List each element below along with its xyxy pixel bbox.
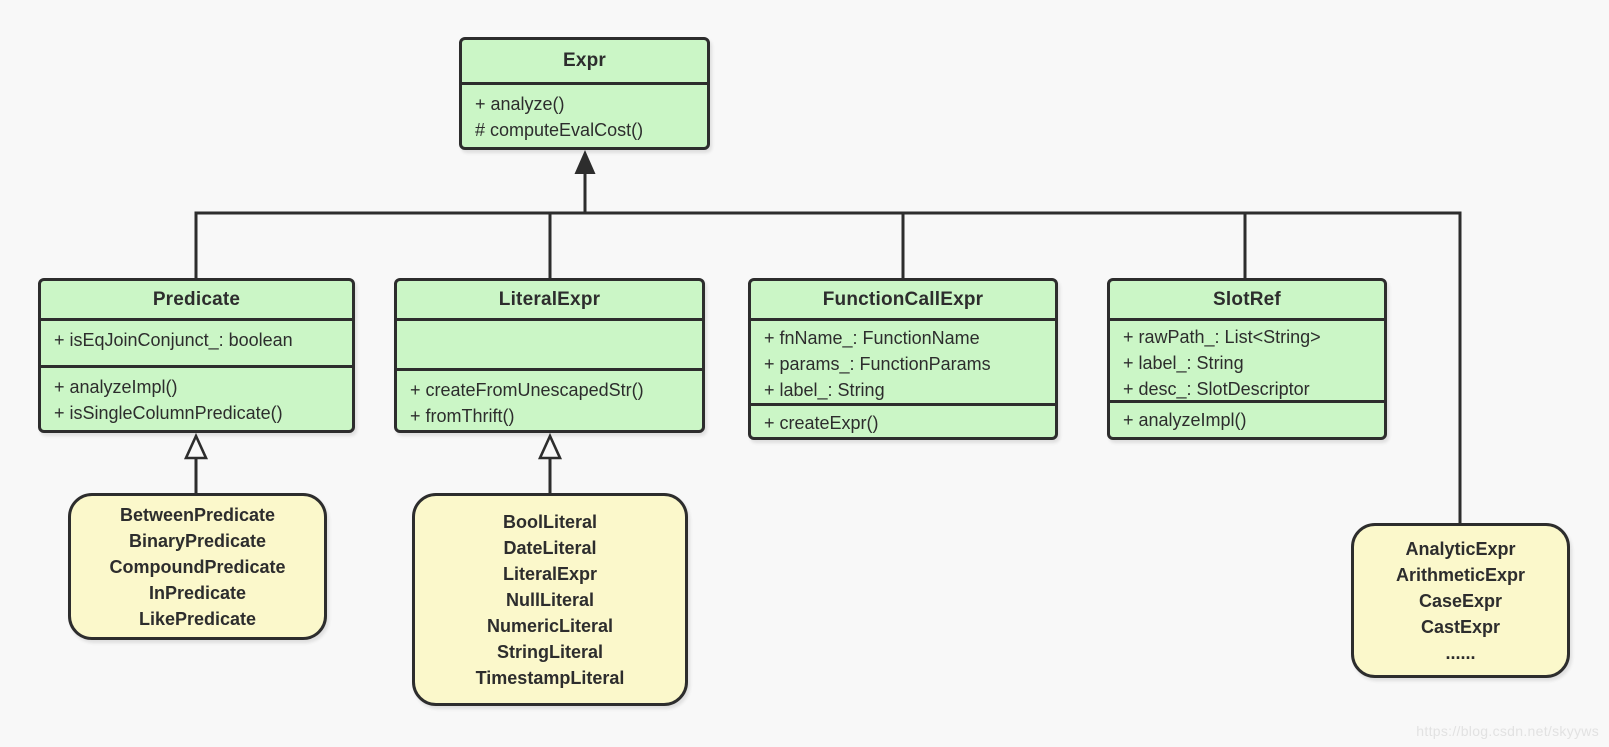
class-box-slotref: SlotRef + rawPath_: List<String> + label… [1107, 278, 1387, 440]
class-attribute: + fnName_: FunctionName [764, 328, 980, 348]
class-name: FunctionCallExpr [822, 288, 984, 310]
expr-arrowhead-filled [574, 150, 596, 174]
subclass-name: CaseExpr [1418, 590, 1503, 611]
literalexpr-arrowhead-hollow [537, 432, 563, 460]
class-attribute: + label_: String [1123, 353, 1244, 373]
class-box-functioncallexpr: FunctionCallExpr + fnName_: FunctionName… [748, 278, 1058, 440]
subclass-name: BetweenPredicate [119, 504, 276, 525]
class-box-predicate: Predicate + isEqJoinConjunct_: boolean +… [38, 278, 355, 433]
subclass-group-literalexpr: BoolLiteral DateLiteral LiteralExpr Null… [412, 493, 688, 706]
class-methods-compartment: + analyzeImpl() [1110, 400, 1384, 437]
class-box-literalexpr: LiteralExpr + createFromUnescapedStr() +… [394, 278, 705, 433]
class-name: Expr [562, 50, 607, 71]
class-attributes-compartment: + fnName_: FunctionName + params_: Funct… [751, 318, 1055, 403]
class-method: + fromThrift() [410, 406, 515, 426]
subclass-name: NullLiteral [505, 589, 594, 610]
subclass-name: NumericLiteral [486, 615, 614, 636]
subclass-group-predicate: BetweenPredicate BinaryPredicate Compoun… [68, 493, 327, 640]
class-attributes-compartment: + rawPath_: List<String> + label_: Strin… [1110, 318, 1384, 400]
class-methods-compartment: + createExpr() [751, 403, 1055, 437]
class-method: + isSingleColumnPredicate() [54, 403, 283, 423]
subclass-group-other-expr: AnalyticExpr ArithmeticExpr CaseExpr Cas… [1351, 523, 1570, 678]
class-method: + createExpr() [764, 413, 879, 433]
subclass-ellipsis: ...... [1445, 642, 1476, 663]
subclass-name: AnalyticExpr [1405, 538, 1516, 559]
class-method: + analyze() [475, 94, 565, 114]
class-attributes-compartment: + isEqJoinConjunct_: boolean [41, 318, 352, 365]
subclass-name: ArithmeticExpr [1395, 564, 1526, 585]
subclass-name: StringLiteral [496, 641, 603, 662]
class-method: + analyzeImpl() [54, 377, 178, 397]
class-attributes-compartment-empty [397, 318, 702, 368]
class-methods-compartment: + createFromUnescapedStr() + fromThrift(… [397, 368, 702, 430]
subclass-name: InPredicate [148, 582, 247, 603]
subclass-name: DateLiteral [503, 537, 597, 558]
subclass-name: LikePredicate [138, 608, 257, 629]
class-method: + createFromUnescapedStr() [410, 380, 644, 400]
subclass-name: LiteralExpr [502, 563, 598, 584]
class-attribute: + isEqJoinConjunct_: boolean [54, 330, 293, 350]
class-name: LiteralExpr [498, 288, 601, 310]
subclass-name: CastExpr [1420, 616, 1501, 637]
class-attribute: + desc_: SlotDescriptor [1123, 379, 1310, 399]
subclass-name: BoolLiteral [502, 511, 597, 532]
subclass-name: TimestampLiteral [475, 667, 625, 688]
class-name: SlotRef [1213, 288, 1281, 310]
class-method: + analyzeImpl() [1123, 410, 1247, 430]
subclass-name: BinaryPredicate [128, 530, 267, 551]
class-attribute: + label_: String [764, 380, 885, 400]
class-method: # computeEvalCost() [475, 120, 644, 140]
class-methods-compartment: + analyze() # computeEvalCost() [462, 82, 707, 147]
watermark-url: https://blog.csdn.net/skyyws [1416, 723, 1599, 739]
subclass-name: CompoundPredicate [109, 556, 286, 577]
class-name: Predicate [152, 288, 241, 310]
predicate-arrowhead-hollow [183, 432, 209, 460]
class-box-expr: Expr + analyze() # computeEvalCost() [459, 37, 710, 150]
class-methods-compartment: + analyzeImpl() + isSingleColumnPredicat… [41, 365, 352, 430]
class-attribute: + rawPath_: List<String> [1123, 327, 1321, 347]
class-attribute: + params_: FunctionParams [764, 354, 991, 374]
